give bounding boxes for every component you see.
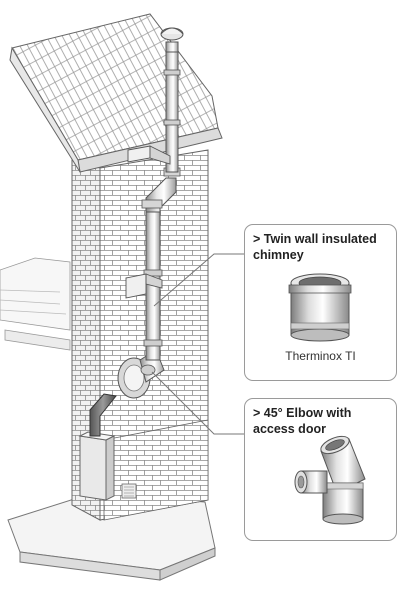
leader-line-elbow <box>151 371 244 435</box>
wall-bracket-lower <box>125 273 163 299</box>
boiler <box>78 431 116 501</box>
tiled-roof <box>9 13 223 173</box>
callout-title-elbow: > 45° Elbow with access door <box>253 406 352 436</box>
elbow-access-door <box>117 349 165 399</box>
product-name-therminox: Therminox TI <box>285 349 356 363</box>
boiler-flue-connector <box>89 393 117 437</box>
elbow-icon <box>294 435 366 525</box>
callout-title-chimney: > Twin wall insulated chimney <box>253 232 377 262</box>
wall-vent <box>121 483 137 499</box>
callout-twin-wall-chimney: > Twin wall insulated chimney Therminox … <box>244 224 397 381</box>
callout-elbow-access-door: > 45° Elbow with access door <box>244 398 397 541</box>
wall-bracket-upper <box>127 145 171 165</box>
background-terraces <box>0 257 71 351</box>
ground-slab <box>7 493 216 581</box>
leader-line-chimney <box>153 253 244 307</box>
therminox-pipe-icon <box>288 273 352 342</box>
rain-cap <box>160 27 184 53</box>
